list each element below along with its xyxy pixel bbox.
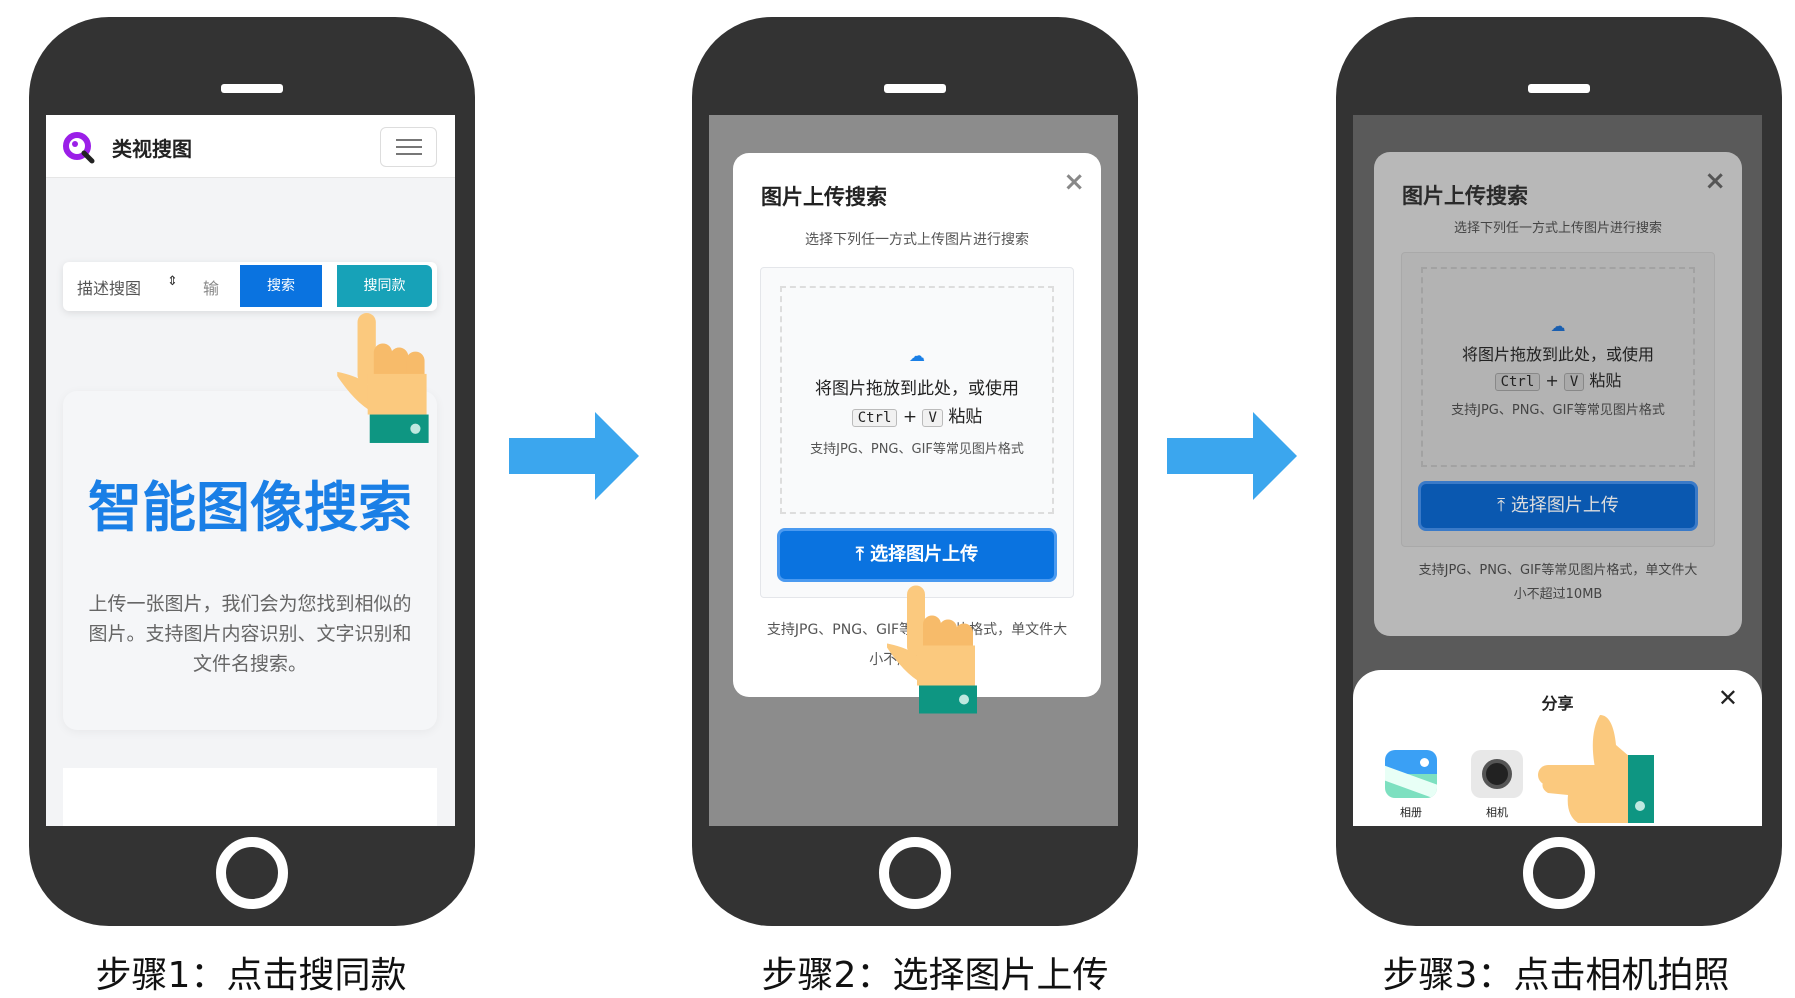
hero-desc-line: 文件名搜索。: [192, 653, 307, 675]
hero-description: 上传一张图片，我们会为您找到相似的 图片。支持图片内容识别、文字识别和 文件名搜…: [63, 589, 437, 679]
logo-icon: [63, 132, 95, 164]
speaker: [884, 84, 946, 93]
paste-label: 粘贴: [948, 407, 983, 427]
pointer-hand-icon: [333, 313, 443, 445]
cloud-upload-icon: ☁: [1550, 317, 1566, 335]
search-button[interactable]: 搜索: [240, 265, 322, 307]
home-button[interactable]: [879, 837, 951, 909]
select-image-upload-button[interactable]: ⤒ 选择图片上传: [777, 528, 1057, 582]
close-icon[interactable]: ✕: [1717, 684, 1738, 712]
upload-modal-dimmed: 图片上传搜索 × 选择下列任一方式上传图片进行搜索 ☁ 将图片拖放到此处，或使用…: [1374, 152, 1742, 636]
app-header: 类视搜图: [46, 115, 455, 178]
hero-card: 智能图像搜索 上传一张图片，我们会为您找到相似的 图片。支持图片内容识别、文字识…: [63, 391, 437, 730]
upload-modal: 图片上传搜索 × 选择下列任一方式上传图片进行搜索 ☁ 将图片拖放到此处，或使用…: [733, 153, 1101, 697]
button-label: 选择图片上传: [870, 544, 979, 565]
button-label: 选择图片上传: [1510, 495, 1619, 516]
formats-text: 支持JPG、PNG、GIF等常见图片格式: [1451, 403, 1665, 418]
search-bar: 描述搜图 ⇕ 输 搜索 搜同款: [63, 262, 437, 311]
step-caption: 步骤1：点击搜同款: [95, 955, 407, 996]
gallery-label[interactable]: 相册: [1400, 806, 1422, 819]
select-arrows-icon: ⇕: [167, 274, 178, 289]
v-key: V: [1563, 373, 1585, 391]
search-mode-select[interactable]: 描述搜图: [77, 279, 142, 298]
upload-area: ☁ 将图片拖放到此处，或使用 Ctrl + V 粘贴 支持JPG、PNG、GIF…: [760, 267, 1074, 598]
home-button[interactable]: [216, 837, 288, 909]
phone-screen: 图片上传搜索 × 选择下列任一方式上传图片进行搜索 ☁ 将图片拖放到此处，或使用…: [1353, 115, 1762, 826]
modal-footer: 支持JPG、PNG、GIF等常见图片格式，单文件大小不超过10MB: [1374, 559, 1742, 607]
menu-button[interactable]: [380, 127, 437, 167]
phone-step-1: 类视搜图 描述搜图 ⇕ 输 搜索 搜同款 智能图像搜索 上传一张图片，我们会为您…: [29, 17, 475, 926]
footer-line: 小不超过10MB: [1513, 587, 1603, 602]
phone-step-2: 图片上传搜索 × 选择下列任一方式上传图片进行搜索 ☁ 将图片拖放到此处，或使用…: [692, 17, 1138, 926]
search-same-button[interactable]: 搜同款: [337, 265, 432, 307]
upload-icon: ⤒: [855, 544, 871, 565]
gallery-icon[interactable]: [1385, 750, 1437, 798]
ctrl-key: Ctrl: [1494, 373, 1541, 391]
brand-name: 类视搜图: [112, 137, 192, 161]
share-title: 分享: [1541, 694, 1574, 713]
plus: +: [902, 407, 918, 427]
modal-subtitle: 选择下列任一方式上传图片进行搜索: [1453, 221, 1662, 236]
hero-desc-line: 图片。支持图片内容识别、文字识别和: [88, 623, 412, 645]
step-caption: 步骤3：点击相机拍照: [1382, 955, 1730, 996]
close-icon[interactable]: ×: [1063, 167, 1085, 197]
speaker: [1528, 84, 1590, 93]
search-input[interactable]: 输: [203, 279, 220, 298]
hero-title: 智能图像搜索: [88, 476, 412, 539]
modal-title: 图片上传搜索: [761, 185, 887, 209]
arrow-right-icon: [509, 412, 639, 500]
upload-area: ☁ 将图片拖放到此处，或使用 Ctrl + V 粘贴 支持JPG、PNG、GIF…: [1401, 252, 1715, 547]
drop-zone[interactable]: ☁ 将图片拖放到此处，或使用 Ctrl + V 粘贴 支持JPG、PNG、GIF…: [1421, 267, 1695, 467]
phone-screen: 类视搜图 描述搜图 ⇕ 输 搜索 搜同款 智能图像搜索 上传一张图片，我们会为您…: [46, 115, 455, 826]
share-sheet: 分享 ✕ 相册 相机: [1353, 670, 1762, 826]
phone-screen: 图片上传搜索 × 选择下列任一方式上传图片进行搜索 ☁ 将图片拖放到此处，或使用…: [709, 115, 1118, 826]
hero-desc-line: 上传一张图片，我们会为您找到相似的: [88, 593, 412, 615]
pointer-hand-icon: [1538, 715, 1654, 823]
modal-subtitle: 选择下列任一方式上传图片进行搜索: [805, 232, 1029, 248]
drop-zone[interactable]: ☁ 将图片拖放到此处，或使用 Ctrl + V 粘贴 支持JPG、PNG、GIF…: [780, 286, 1054, 514]
camera-label[interactable]: 相机: [1486, 806, 1508, 819]
speaker: [221, 84, 283, 93]
paste-hint: Ctrl + V 粘贴: [1423, 367, 1693, 391]
select-image-upload-button[interactable]: ⤒ 选择图片上传: [1418, 481, 1698, 531]
content-block: [63, 768, 437, 826]
arrow-right-icon: [1167, 412, 1297, 500]
ctrl-key: Ctrl: [851, 409, 898, 427]
drop-text: 将图片拖放到此处，或使用: [815, 379, 1019, 399]
footer-line: 支持JPG、PNG、GIF等常见图片格式，单文件大: [1418, 563, 1698, 578]
paste-label: 粘贴: [1589, 371, 1622, 390]
formats-text: 支持JPG、PNG、GIF等常见图片格式: [810, 442, 1024, 457]
close-icon[interactable]: ×: [1704, 166, 1726, 196]
phone-step-3: 图片上传搜索 × 选择下列任一方式上传图片进行搜索 ☁ 将图片拖放到此处，或使用…: [1336, 17, 1782, 926]
cloud-upload-icon: ☁: [909, 346, 925, 365]
step-caption: 步骤2：选择图片上传: [761, 955, 1109, 996]
hamburger-icon: [396, 139, 422, 155]
home-button[interactable]: [1523, 837, 1595, 909]
plus: +: [1545, 371, 1559, 390]
upload-icon: ⤒: [1497, 495, 1511, 516]
drop-text: 将图片拖放到此处，或使用: [1461, 345, 1654, 364]
camera-icon[interactable]: [1471, 750, 1523, 798]
paste-hint: Ctrl + V 粘贴: [782, 402, 1052, 427]
v-key: V: [922, 409, 943, 427]
modal-title: 图片上传搜索: [1402, 184, 1528, 208]
pointer-hand-icon: [887, 585, 987, 716]
